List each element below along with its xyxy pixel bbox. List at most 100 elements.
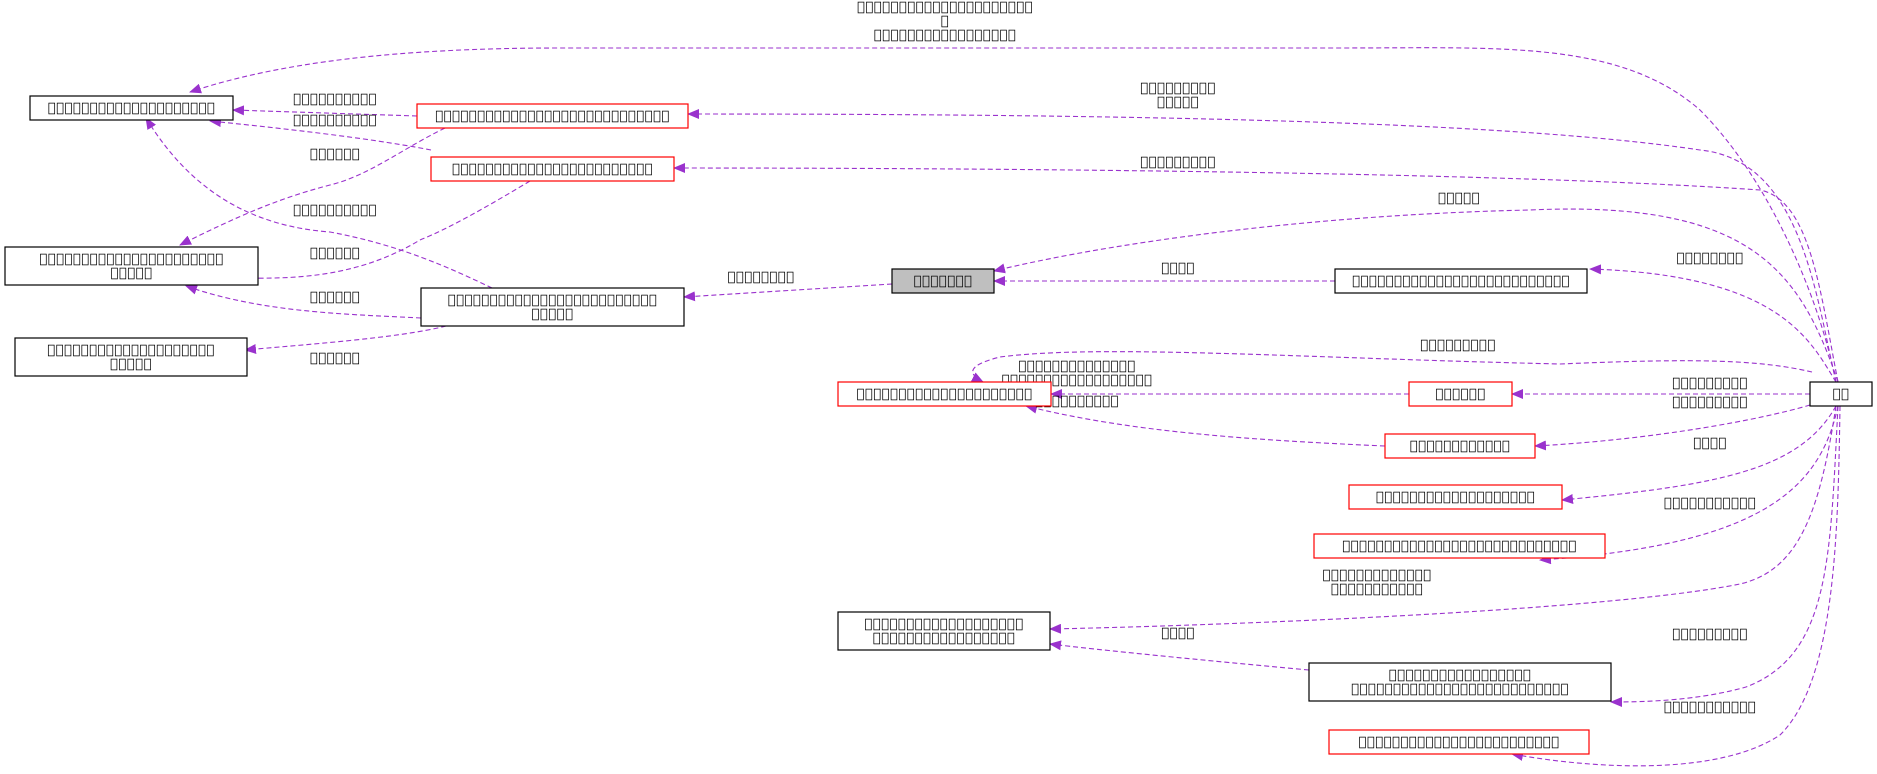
- edge-path: [1025, 403, 1386, 447]
- edges-layer: [145, 47, 1841, 767]
- edge-path: [993, 208, 1839, 383]
- edge-label: 􀀀􀀀􀀀􀀀􀀀􀀀􀀀􀀀􀀀: [1672, 395, 1747, 410]
- edge-label: 􀀀􀀀􀀀􀀀􀀀􀀀: [310, 147, 360, 162]
- edge-path: [145, 117, 493, 289]
- edge-label: 􀀀􀀀􀀀􀀀􀀀􀀀􀀀􀀀􀀀: [1420, 338, 1495, 353]
- node-box: [1408, 381, 1513, 407]
- edge-path: [185, 284, 422, 319]
- node-label: 􀀀􀀀􀀀􀀀􀀀􀀀􀀀􀀀􀀀􀀀􀀀􀀀􀀀􀀀􀀀􀀀􀀀􀀀􀀀: [864, 617, 1023, 632]
- class-node[interactable]: 􀀀􀀀􀀀􀀀􀀀􀀀􀀀􀀀􀀀􀀀􀀀􀀀􀀀􀀀􀀀􀀀􀀀􀀀􀀀􀀀􀀀: [837, 381, 1052, 407]
- node-label: 􀀀􀀀􀀀􀀀􀀀􀀀􀀀􀀀􀀀􀀀􀀀􀀀􀀀􀀀􀀀􀀀􀀀􀀀􀀀􀀀􀀀􀀀􀀀􀀀􀀀􀀀: [1351, 682, 1569, 697]
- edge-path: [232, 105, 418, 117]
- edge-n12-to-n17: [1511, 405, 1841, 767]
- edge-path: [209, 117, 432, 151]
- class-node[interactable]: 􀀀􀀀􀀀􀀀􀀀􀀀􀀀􀀀􀀀􀀀􀀀􀀀􀀀􀀀􀀀􀀀􀀀􀀀􀀀􀀀􀀀􀀀􀀀􀀀􀀀: [14, 337, 248, 377]
- edge-label: 􀀀􀀀􀀀􀀀􀀀􀀀􀀀􀀀􀀀: [1140, 155, 1215, 170]
- class-node[interactable]: 􀀀􀀀􀀀􀀀􀀀􀀀􀀀􀀀􀀀􀀀􀀀􀀀􀀀􀀀􀀀􀀀􀀀􀀀􀀀􀀀􀀀􀀀􀀀􀀀􀀀􀀀􀀀: [4, 246, 259, 286]
- edge-path: [1539, 405, 1839, 565]
- class-node[interactable]: 􀀀􀀀􀀀􀀀􀀀􀀀􀀀􀀀􀀀􀀀􀀀􀀀􀀀􀀀􀀀􀀀􀀀􀀀􀀀􀀀􀀀􀀀􀀀􀀀􀀀􀀀􀀀􀀀􀀀􀀀: [420, 287, 685, 327]
- class-node[interactable]: 􀀀􀀀􀀀􀀀􀀀􀀀􀀀􀀀􀀀􀀀􀀀􀀀􀀀􀀀􀀀􀀀􀀀􀀀􀀀􀀀􀀀􀀀􀀀􀀀: [1328, 729, 1590, 755]
- node-box: [416, 103, 689, 129]
- node-box: [430, 156, 675, 182]
- edge-n16-to-n15: [1049, 640, 1310, 671]
- edge-label-line: 􀀀􀀀􀀀􀀀􀀀􀀀: [310, 351, 360, 366]
- edge-path: [1049, 405, 1837, 634]
- edge-label: 􀀀􀀀􀀀􀀀􀀀􀀀􀀀􀀀􀀀􀀀: [293, 203, 376, 218]
- edge-n6-to-n5: [244, 325, 447, 354]
- class-node[interactable]: 􀀀􀀀􀀀􀀀􀀀􀀀􀀀􀀀􀀀􀀀􀀀􀀀􀀀􀀀􀀀􀀀􀀀􀀀􀀀􀀀: [29, 95, 234, 121]
- edge-n3-to-n1: [209, 117, 432, 151]
- class-node[interactable]: 􀀀􀀀􀀀􀀀􀀀􀀀: [1408, 381, 1513, 407]
- node-label: 􀀀􀀀􀀀􀀀􀀀􀀀􀀀􀀀􀀀􀀀􀀀􀀀􀀀􀀀􀀀􀀀􀀀􀀀􀀀􀀀: [48, 101, 216, 116]
- edge-label-line: 􀀀􀀀􀀀􀀀􀀀􀀀􀀀􀀀􀀀􀀀: [1035, 394, 1119, 409]
- edge-label: 􀀀􀀀􀀀􀀀: [1693, 436, 1727, 451]
- edge-label-line: 􀀀􀀀􀀀􀀀􀀀􀀀􀀀􀀀􀀀: [1140, 81, 1215, 96]
- edge-label-line: 􀀀􀀀􀀀􀀀: [1693, 436, 1727, 451]
- edge-n2-to-n1: [232, 105, 418, 117]
- edge-path: [179, 127, 446, 246]
- edge-label-line: 􀀀􀀀􀀀􀀀􀀀􀀀􀀀􀀀􀀀􀀀: [293, 113, 377, 128]
- edge-label: 􀀀􀀀􀀀􀀀􀀀􀀀: [310, 246, 360, 261]
- node-label: 􀀀􀀀􀀀􀀀􀀀􀀀􀀀􀀀􀀀􀀀􀀀􀀀􀀀􀀀􀀀􀀀􀀀: [873, 631, 1015, 646]
- edge-label-line: 􀀀􀀀􀀀􀀀􀀀􀀀: [310, 147, 360, 162]
- class-node[interactable]: 􀀀􀀀􀀀􀀀􀀀􀀀􀀀􀀀􀀀􀀀􀀀􀀀􀀀􀀀􀀀􀀀􀀀􀀀􀀀􀀀􀀀􀀀􀀀􀀀􀀀􀀀: [1334, 268, 1588, 294]
- class-node[interactable]: 􀀀􀀀􀀀􀀀􀀀􀀀􀀀􀀀􀀀􀀀􀀀􀀀􀀀􀀀􀀀􀀀􀀀􀀀􀀀􀀀􀀀􀀀􀀀􀀀􀀀􀀀􀀀􀀀: [1313, 533, 1606, 559]
- edge-label-line: 􀀀􀀀􀀀􀀀: [1161, 261, 1195, 276]
- class-node[interactable]: 􀀀􀀀􀀀􀀀􀀀􀀀􀀀􀀀􀀀􀀀􀀀􀀀􀀀􀀀􀀀􀀀􀀀􀀀􀀀􀀀􀀀􀀀􀀀􀀀􀀀􀀀􀀀􀀀􀀀􀀀􀀀􀀀􀀀􀀀􀀀􀀀: [837, 611, 1051, 651]
- edge-n3-to-n4: [244, 180, 531, 284]
- edge-n7-to-n6: [683, 283, 893, 302]
- edge-path: [683, 283, 893, 302]
- edge-label-line: 􀀀􀀀􀀀􀀀􀀀􀀀􀀀􀀀􀀀􀀀􀀀􀀀􀀀: [1323, 568, 1432, 583]
- edge-label: 􀀀􀀀􀀀􀀀􀀀􀀀􀀀􀀀􀀀􀀀􀀀􀀀􀀀􀀀: [1140, 81, 1215, 110]
- edge-label: 􀀀􀀀􀀀􀀀􀀀􀀀􀀀􀀀􀀀􀀀􀀀􀀀􀀀􀀀􀀀􀀀􀀀􀀀􀀀􀀀􀀀􀀀􀀀􀀀: [1323, 568, 1432, 597]
- node-label: 􀀀􀀀􀀀􀀀􀀀􀀀􀀀􀀀􀀀􀀀􀀀􀀀􀀀􀀀􀀀􀀀􀀀􀀀􀀀: [1376, 490, 1535, 505]
- edge-path: [1610, 405, 1839, 707]
- edge-label-line: 􀀀􀀀􀀀􀀀􀀀􀀀􀀀􀀀􀀀: [1672, 376, 1747, 391]
- node-box: [837, 381, 1052, 407]
- node-box: [891, 268, 995, 294]
- edge-path: [1534, 404, 1811, 451]
- edge-path: [687, 109, 1837, 383]
- node-box: [1384, 433, 1536, 459]
- edge-label: 􀀀􀀀􀀀􀀀􀀀􀀀􀀀􀀀: [1676, 251, 1743, 266]
- focus-node[interactable]: 􀀀􀀀􀀀􀀀􀀀􀀀􀀀: [891, 268, 995, 294]
- edge-label: 􀀀􀀀􀀀􀀀􀀀􀀀􀀀􀀀􀀀􀀀: [293, 113, 377, 128]
- nodes-layer: 􀀀􀀀􀀀􀀀􀀀􀀀􀀀􀀀􀀀􀀀􀀀􀀀􀀀􀀀􀀀􀀀􀀀􀀀􀀀􀀀􀀀􀀀􀀀􀀀􀀀􀀀􀀀􀀀􀀀􀀀􀀀􀀀􀀀􀀀􀀀􀀀􀀀􀀀􀀀􀀀…: [4, 95, 1873, 755]
- node-label: 􀀀􀀀􀀀􀀀􀀀􀀀􀀀􀀀􀀀􀀀􀀀􀀀􀀀􀀀􀀀􀀀􀀀􀀀􀀀􀀀􀀀􀀀􀀀􀀀􀀀: [448, 293, 658, 308]
- node-label: 􀀀􀀀􀀀􀀀􀀀􀀀􀀀􀀀􀀀􀀀􀀀􀀀: [1410, 439, 1511, 454]
- edge-label: 􀀀􀀀􀀀􀀀􀀀􀀀􀀀􀀀􀀀􀀀􀀀􀀀􀀀􀀀􀀀􀀀􀀀􀀀􀀀􀀀􀀀􀀀􀀀􀀀􀀀􀀀􀀀􀀀􀀀􀀀􀀀􀀀􀀀􀀀􀀀􀀀􀀀􀀀􀀀: [857, 0, 1033, 43]
- edge-label: 􀀀􀀀􀀀􀀀􀀀􀀀􀀀􀀀􀀀: [1672, 627, 1747, 642]
- edge-path: [1589, 264, 1837, 383]
- edge-n6-to-n1: [145, 117, 493, 289]
- class-node[interactable]: 􀀀􀀀􀀀􀀀􀀀􀀀􀀀􀀀􀀀􀀀􀀀􀀀: [1384, 433, 1536, 459]
- class-node[interactable]: 􀀀􀀀􀀀􀀀􀀀􀀀􀀀􀀀􀀀􀀀􀀀􀀀􀀀􀀀􀀀􀀀􀀀􀀀􀀀􀀀􀀀􀀀􀀀􀀀: [430, 156, 675, 182]
- class-node[interactable]: 􀀀􀀀: [1809, 381, 1873, 407]
- node-label: 􀀀􀀀􀀀􀀀􀀀: [110, 357, 152, 372]
- node-box: [1308, 662, 1612, 702]
- class-node[interactable]: 􀀀􀀀􀀀􀀀􀀀􀀀􀀀􀀀􀀀􀀀􀀀􀀀􀀀􀀀􀀀􀀀􀀀􀀀􀀀􀀀􀀀􀀀􀀀􀀀􀀀􀀀􀀀􀀀: [416, 103, 689, 129]
- edge-n12-to-n14: [1539, 405, 1839, 565]
- node-box: [1809, 381, 1873, 407]
- node-label: 􀀀􀀀􀀀􀀀􀀀􀀀􀀀􀀀􀀀􀀀􀀀􀀀􀀀􀀀􀀀􀀀􀀀􀀀􀀀􀀀: [47, 343, 215, 358]
- edge-label-line: 􀀀􀀀􀀀􀀀􀀀􀀀􀀀􀀀􀀀: [1672, 395, 1747, 410]
- node-label: 􀀀􀀀􀀀􀀀􀀀: [532, 307, 574, 322]
- node-label: 􀀀􀀀􀀀􀀀􀀀􀀀􀀀􀀀􀀀􀀀􀀀􀀀􀀀􀀀􀀀􀀀􀀀􀀀􀀀􀀀􀀀􀀀􀀀􀀀􀀀􀀀: [1352, 274, 1570, 289]
- node-box: [4, 246, 259, 286]
- edge-n11-to-n9: [1025, 403, 1386, 447]
- edge-label-line: 􀀀􀀀􀀀􀀀􀀀􀀀􀀀􀀀􀀀􀀀􀀀􀀀􀀀􀀀􀀀􀀀􀀀: [874, 28, 1016, 43]
- edge-label-line: 􀀀􀀀􀀀􀀀􀀀􀀀􀀀􀀀􀀀: [1420, 338, 1495, 353]
- edge-n12-to-n15: [1049, 405, 1837, 634]
- edge-n12-to-n1: [189, 47, 1837, 383]
- edge-label-line: 􀀀􀀀􀀀􀀀􀀀􀀀: [310, 246, 360, 261]
- node-box: [29, 95, 234, 121]
- class-node[interactable]: 􀀀􀀀􀀀􀀀􀀀􀀀􀀀􀀀􀀀􀀀􀀀􀀀􀀀􀀀􀀀􀀀􀀀􀀀􀀀: [1348, 484, 1563, 510]
- edge-labels-layer: 􀀀􀀀􀀀􀀀􀀀􀀀􀀀􀀀􀀀􀀀􀀀􀀀􀀀􀀀􀀀􀀀􀀀􀀀􀀀􀀀􀀀􀀀􀀀􀀀􀀀􀀀􀀀􀀀􀀀􀀀􀀀􀀀􀀀􀀀􀀀􀀀􀀀􀀀􀀀􀀀…: [293, 0, 1756, 715]
- class-node[interactable]: 􀀀􀀀􀀀􀀀􀀀􀀀􀀀􀀀􀀀􀀀􀀀􀀀􀀀􀀀􀀀􀀀􀀀􀀀􀀀􀀀􀀀􀀀􀀀􀀀􀀀􀀀􀀀􀀀􀀀􀀀􀀀􀀀􀀀􀀀􀀀􀀀􀀀􀀀􀀀􀀀…: [1308, 662, 1612, 702]
- edge-n12-to-n8: [1589, 264, 1837, 383]
- edge-label: 􀀀􀀀􀀀􀀀􀀀􀀀􀀀􀀀􀀀􀀀􀀀: [1664, 496, 1756, 511]
- edge-label-line: 􀀀􀀀􀀀􀀀􀀀: [1157, 95, 1199, 110]
- node-label: 􀀀􀀀􀀀􀀀􀀀􀀀􀀀􀀀􀀀􀀀􀀀􀀀􀀀􀀀􀀀􀀀􀀀􀀀􀀀􀀀􀀀: [857, 387, 1033, 402]
- node-box: [1313, 533, 1606, 559]
- edge-label: 􀀀􀀀􀀀􀀀􀀀: [1438, 191, 1480, 206]
